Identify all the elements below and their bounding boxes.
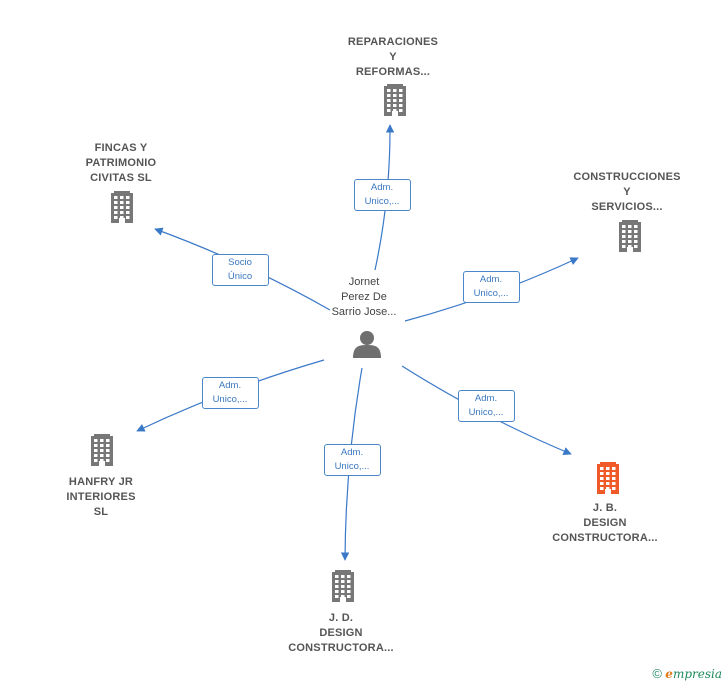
icons-layer — [91, 84, 641, 602]
label-line: Unico,... — [334, 461, 370, 472]
label-line: DESIGN — [583, 517, 627, 529]
label-line: Sarrio Jose... — [331, 306, 397, 318]
label-line: Unico,... — [468, 407, 504, 418]
label-line: CONSTRUCTORA... — [288, 642, 394, 654]
label-line: SERVICIOS... — [591, 201, 663, 213]
company-label-jb[interactable]: J. B. DESIGN CONSTRUCTORA... — [540, 501, 670, 546]
building-icon-construcciones[interactable] — [619, 220, 641, 252]
label-line: J. D. — [328, 612, 354, 624]
building-icon-jb[interactable] — [597, 462, 619, 494]
building-icon-reparaciones[interactable] — [384, 84, 406, 116]
label-line: PATRIMONIO — [85, 157, 157, 169]
label-line: CONSTRUCCIONES — [573, 171, 681, 183]
label-line: REFORMAS... — [355, 66, 431, 78]
edge-label-jd[interactable]: Adm. Unico,... — [323, 444, 381, 476]
label-line: HANFRY JR — [68, 476, 134, 488]
label-line: Socio — [228, 257, 252, 268]
person-icon[interactable] — [353, 331, 381, 358]
brand-logo: empresia — [665, 667, 722, 681]
label-line: Perez De — [341, 291, 387, 303]
label-line: INTERIORES — [66, 491, 136, 503]
company-label-reparaciones[interactable]: REPARACIONES Y REFORMAS... — [328, 35, 458, 80]
label-line: Y — [623, 186, 631, 198]
edge-label-reparaciones[interactable]: Adm. Unico,... — [353, 179, 411, 211]
label-line: CONSTRUCTORA... — [552, 532, 658, 544]
company-label-fincas[interactable]: FINCAS Y PATRIMONIO CIVITAS SL — [56, 141, 186, 186]
label-line: Unico,... — [473, 288, 509, 299]
label-line: FINCAS Y — [94, 142, 148, 154]
label-line: Unico,... — [212, 394, 248, 405]
label-line: DESIGN — [319, 627, 363, 639]
label-line: Único — [227, 271, 253, 282]
label-line: Y — [389, 51, 397, 63]
copyright-symbol: © — [652, 666, 662, 681]
company-label-hanfry[interactable]: HANFRY JR INTERIORES SL — [36, 475, 166, 520]
label-line: SL — [93, 506, 109, 518]
edge-label-hanfry[interactable]: Adm. Unico,... — [201, 377, 259, 409]
label-line: Adm. — [479, 274, 503, 285]
label-line: Unico,... — [364, 196, 400, 207]
label-line: Adm. — [370, 182, 394, 193]
building-icon-hanfry[interactable] — [91, 434, 113, 466]
edge-label-construcciones[interactable]: Adm. Unico,... — [462, 271, 520, 303]
building-icon-fincas[interactable] — [111, 191, 133, 223]
label-line: Jornet — [348, 276, 380, 288]
label-line: CIVITAS SL — [90, 172, 152, 184]
edge-label-jb[interactable]: Adm. Unico,... — [457, 390, 515, 422]
label-line: Adm. — [474, 393, 498, 404]
building-icon-jd[interactable] — [332, 570, 354, 602]
company-label-construcciones[interactable]: CONSTRUCCIONES Y SERVICIOS... — [562, 170, 692, 215]
footer-brand[interactable]: © empresia — [652, 666, 722, 681]
label-line: J. B. — [592, 502, 618, 514]
company-label-jd[interactable]: J. D. DESIGN CONSTRUCTORA... — [276, 611, 406, 656]
label-line: Adm. — [340, 447, 364, 458]
label-line: REPARACIONES — [347, 36, 439, 48]
label-line: Adm. — [218, 380, 242, 391]
